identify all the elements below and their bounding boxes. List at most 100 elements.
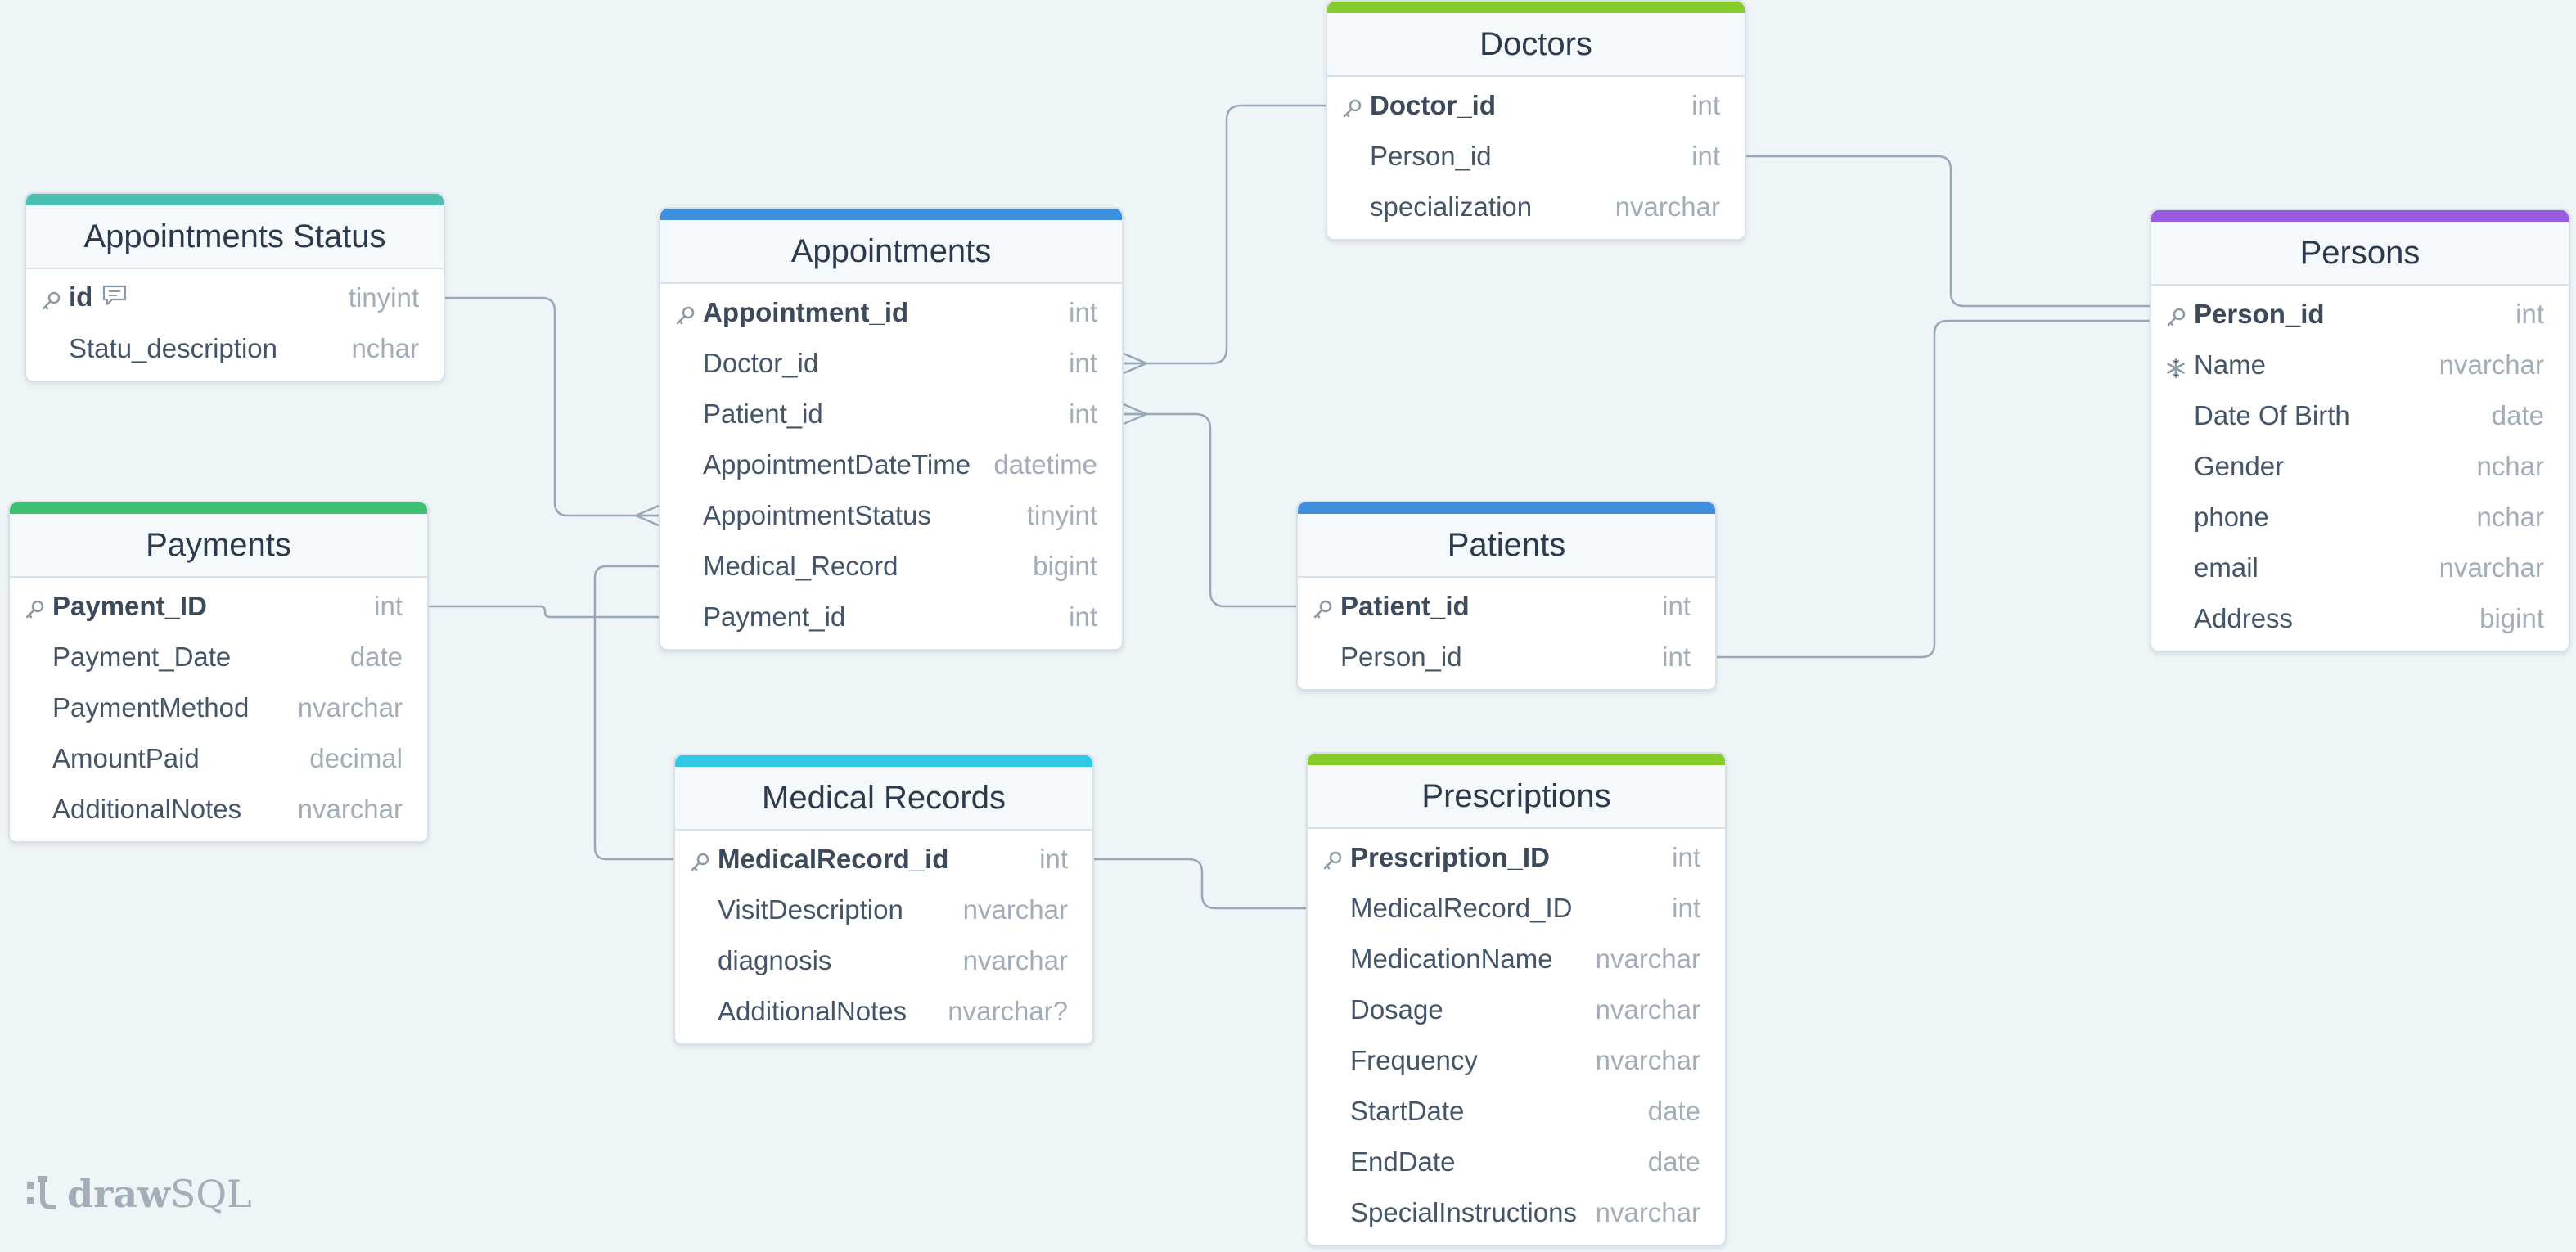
field-row-statu-description[interactable]: Statu_description nchar: [26, 323, 444, 374]
field-name: SpecialInstructions: [1350, 1197, 1577, 1228]
table-title[interactable]: Patients: [1298, 514, 1715, 578]
field-name: AmountPaid: [52, 743, 200, 774]
field-type: nvarchar: [1595, 1197, 1700, 1227]
field-name-text: Statu_description: [69, 333, 277, 363]
field-name: Person_id: [1340, 642, 1462, 673]
field-type: nvarchar?: [948, 996, 1068, 1026]
key-icon: [1321, 848, 1344, 871]
field-row-amountpaid[interactable]: AmountPaid decimal: [10, 733, 427, 784]
table-title[interactable]: Appointments Status: [26, 205, 444, 269]
field-row-diagnosis[interactable]: diagnosis nvarchar: [675, 935, 1092, 986]
field-name-text: phone: [2194, 502, 2269, 532]
field-row-startdate[interactable]: StartDate date: [1308, 1086, 1725, 1137]
field-type: int: [1069, 601, 1097, 632]
field-row-specialinstructions[interactable]: SpecialInstructions nvarchar: [1308, 1187, 1725, 1238]
field-name-text: diagnosis: [718, 945, 832, 975]
field-type: nvarchar: [2439, 349, 2544, 380]
table-title[interactable]: Medical Records: [675, 767, 1092, 831]
field-name-text: AdditionalNotes: [52, 794, 242, 824]
field-type: nvarchar: [962, 945, 1068, 975]
field-type: int: [1662, 591, 1691, 621]
field-name: Person_id: [1370, 141, 1492, 172]
field-name-text: MedicalRecord_id: [718, 844, 949, 874]
logo-text-sql: SQL: [169, 1172, 252, 1216]
field-name-text: Prescription_ID: [1350, 842, 1550, 872]
field-type: tinyint: [348, 282, 419, 313]
field-name-text: AmountPaid: [52, 743, 200, 773]
table-title[interactable]: Doctors: [1327, 13, 1745, 77]
table-color-bar: [26, 194, 444, 205]
field-type: decimal: [309, 743, 403, 773]
field-name: Medical_Record: [703, 551, 898, 582]
field-type: nvarchar: [962, 894, 1068, 925]
drawsql-logo-icon: [27, 1176, 56, 1209]
table-title[interactable]: Payments: [10, 514, 427, 578]
connector-medical-records-to-prescriptions: [1094, 858, 1306, 910]
field-name: specialization: [1370, 191, 1532, 223]
connector-persons-to-doctors: [1746, 155, 2150, 308]
table-color-bar: [1327, 2, 1745, 13]
crow-foot-patient: [1123, 403, 1147, 426]
field-name-text: StartDate: [1350, 1096, 1465, 1126]
table-title[interactable]: Persons: [2151, 222, 2569, 286]
field-name-text: SpecialInstructions: [1350, 1197, 1577, 1227]
field-type: date: [1647, 1096, 1700, 1126]
field-type: nvarchar: [1595, 994, 1700, 1025]
field-type: date: [2491, 400, 2544, 430]
field-type: int: [1672, 893, 1700, 923]
field-name: StartDate: [1350, 1096, 1464, 1127]
field-type: nchar: [351, 333, 419, 363]
table-title[interactable]: Appointments: [660, 220, 1122, 284]
table-title[interactable]: Prescriptions: [1308, 765, 1725, 829]
field-row-frequency[interactable]: Frequency nvarchar: [1308, 1035, 1725, 1086]
field-name-text: Patient_id: [703, 399, 823, 429]
comment-icon[interactable]: [101, 283, 128, 314]
field-name-text: Frequency: [1350, 1045, 1478, 1075]
field-name: phone: [2194, 502, 2269, 533]
field-type: date: [349, 642, 403, 672]
field-type: int: [1069, 297, 1097, 327]
field-type: nvarchar: [1595, 1045, 1700, 1075]
